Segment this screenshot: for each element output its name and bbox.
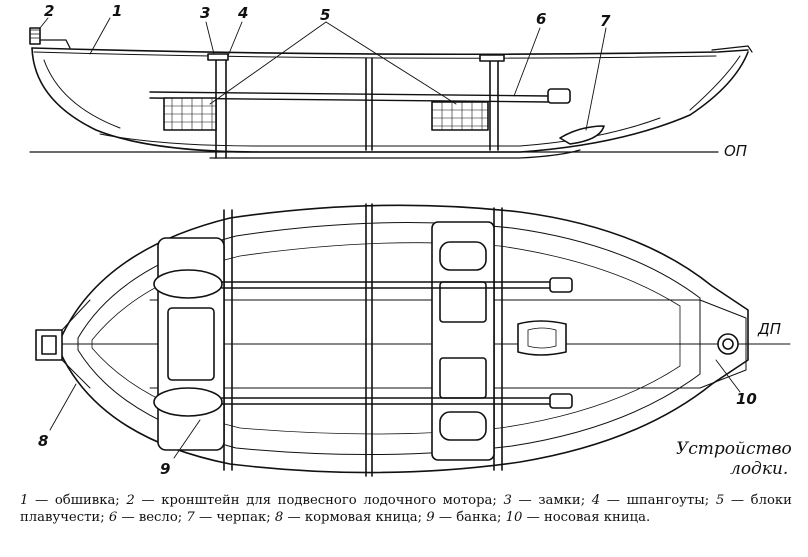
boat-diagram: 1 2 3 4 5 6 7 ОП ДП 8 9 10 Устройство ло…	[29, 2, 792, 479]
oar-top-lower	[153, 387, 573, 417]
legend-item: 3 — замки;	[504, 493, 586, 508]
callout-9: 9	[160, 460, 170, 478]
callout-1: 1	[112, 2, 122, 20]
legend-item: 2 — кронштейн для подвесного лодочного м…	[126, 493, 496, 508]
callout-4: 4	[237, 4, 248, 22]
label-dp: ДП	[757, 320, 781, 338]
motor-bracket	[29, 27, 71, 49]
callout-7: 7	[600, 12, 611, 30]
legend-item: 9 — банка;	[426, 510, 501, 525]
legend-item-number: 10	[505, 510, 523, 525]
figure-title-line2: лодки.	[730, 459, 788, 479]
callout-8: 8	[38, 432, 48, 450]
bailer-side	[559, 125, 605, 145]
oar-top-upper	[153, 269, 573, 299]
legend-item: 8 — кормовая кница;	[275, 510, 422, 525]
bow-knee	[699, 299, 747, 389]
legend-item-text: — замки;	[511, 493, 586, 508]
callout-2: 2	[44, 2, 54, 20]
legend-item-text: — шпангоуты;	[600, 493, 710, 508]
legend-item: 10 — носовая кница.	[506, 510, 651, 525]
hull-gunwale	[31, 47, 749, 56]
callout-6: 6	[536, 10, 546, 28]
legend-item-text: — банка;	[434, 510, 502, 525]
legend-item-number: 7	[186, 510, 195, 525]
legend-item-number: 5	[715, 493, 725, 508]
legend-item-number: 4	[591, 493, 601, 508]
buoyancy-blocks-side	[163, 97, 489, 131]
legend-item-number: 6	[108, 510, 118, 525]
legend-item-text: — кормовая кница;	[283, 510, 423, 525]
legend-item-text: — кронштейн для подвесного лодочного мот…	[134, 493, 497, 508]
hull-side	[31, 47, 749, 153]
callout-5: 5	[320, 6, 330, 24]
side-view	[29, 17, 753, 159]
seat-front	[431, 221, 495, 461]
hull-outline	[59, 204, 749, 474]
legend-item-text: — обшивка;	[28, 493, 120, 508]
legend-item-text: — носовая кница.	[522, 510, 651, 525]
legend-item-number: 3	[503, 493, 512, 508]
stern-knee	[35, 299, 91, 389]
legend-item: 4 — шпангоуты;	[592, 493, 709, 508]
legend-item-number: 9	[426, 510, 435, 525]
legend-item: 7 — черпак;	[186, 510, 270, 525]
legend-item: 6 — весло;	[109, 510, 182, 525]
legend-item: 1 — обшивка;	[20, 493, 120, 508]
top-view	[35, 203, 791, 477]
figure-title-line1: Устройство	[676, 439, 792, 459]
legend-item-number: 8	[274, 510, 284, 525]
legend-item-text: — весло;	[117, 510, 183, 525]
legend-item-text: — блоки плавучести;	[20, 493, 792, 525]
callout-3: 3	[200, 4, 210, 22]
bailer-top	[517, 320, 567, 356]
legend-item: 5 — блоки плавучести;	[20, 493, 792, 525]
callout-10: 10	[736, 390, 757, 408]
legend-item-number: 1	[20, 493, 29, 508]
legend-item-text: — черпак;	[194, 510, 271, 525]
legend: 1 — обшивка; 2 — кронштейн для подвесног…	[20, 492, 792, 526]
legend-item-number: 2	[126, 493, 135, 508]
label-op: ОП	[724, 142, 747, 160]
